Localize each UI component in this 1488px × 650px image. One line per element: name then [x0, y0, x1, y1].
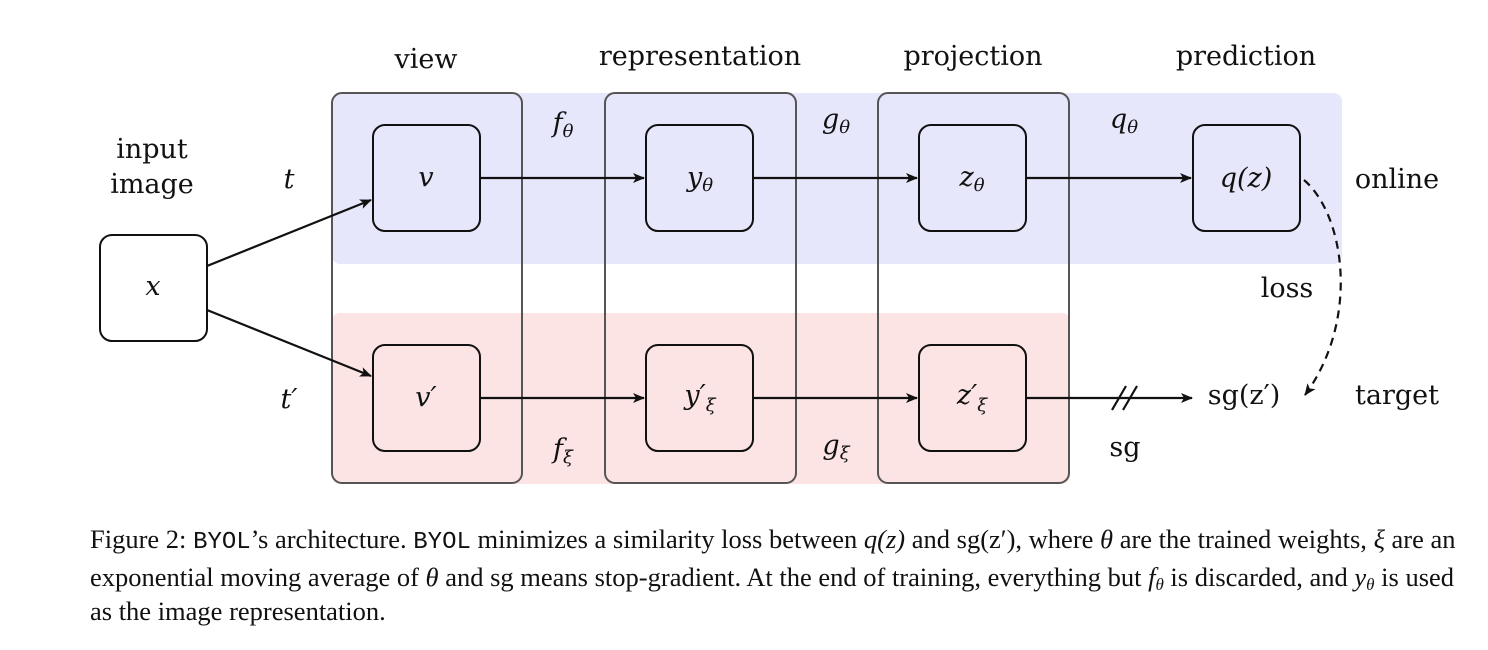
caption-stopgrad: means stop-gradient. At the end of train…: [513, 562, 1149, 592]
node-y-xi-label: y′ξ: [683, 380, 716, 416]
loss-dashed-arrow: [1303, 179, 1342, 396]
edge-label-t: t: [284, 164, 295, 195]
caption-discarded: is discarded, and: [1163, 562, 1355, 592]
f-theta-subscript: θ: [563, 121, 574, 142]
caption-and: and: [905, 524, 957, 554]
edge-label-f-xi: fξ: [551, 434, 574, 468]
caption-y-theta: yθ: [1354, 562, 1375, 594]
y-xi-subscript: ξ: [706, 395, 717, 416]
y-theta-base: y: [686, 162, 703, 193]
row-label-online: online: [1355, 164, 1439, 195]
column-header-view: view: [394, 44, 458, 75]
node-x-label: x: [145, 271, 160, 302]
edge-label-q-theta: qθ: [1110, 104, 1138, 138]
edge-label-g-xi: gξ: [822, 430, 850, 464]
projection-column-frame: [877, 92, 1070, 484]
node-q-out-box: [1192, 124, 1301, 232]
byol-architecture-diagram: view representation projection predictio…: [99, 41, 1439, 484]
node-v-label: v: [418, 162, 433, 193]
input-label-line2: image: [110, 169, 194, 200]
f-xi-subscript: ξ: [563, 447, 574, 468]
edge-label-loss: loss: [1261, 273, 1314, 304]
node-v-prime-label: v′: [415, 382, 436, 413]
stop-gradient-slash-1: [1111, 385, 1127, 411]
node-sg-out-label: sg(z′): [1208, 380, 1281, 411]
column-header-representation: representation: [599, 41, 801, 72]
caption-sg: sg: [490, 562, 514, 592]
caption-theta-2: θ: [425, 562, 439, 592]
column-header-projection: projection: [903, 41, 1042, 72]
y-xi-base: y′: [683, 380, 705, 411]
node-x-box: [99, 234, 208, 342]
node-q-out-label: q(z): [1220, 163, 1273, 194]
z-theta-subscript: θ: [974, 175, 985, 196]
z-xi-subscript: ξ: [977, 395, 988, 416]
edge-label-g-theta: gθ: [822, 104, 850, 138]
z-xi-base: z′: [956, 380, 977, 411]
view-column-frame: [331, 92, 523, 484]
caption-used: is used as the image representation.: [90, 562, 1455, 626]
edge-label-t-prime: t′: [281, 384, 298, 415]
caption-byol-1: BYOL: [193, 529, 251, 556]
column-header-prediction: prediction: [1176, 41, 1316, 72]
f-xi-base: f: [551, 434, 567, 465]
figure-caption: Figure 2: BYOL’s architecture. BYOL mini…: [90, 522, 1462, 628]
caption-theta: θ: [1100, 524, 1114, 554]
row-label-target: target: [1355, 380, 1439, 411]
caption-f-theta: fθ: [1148, 562, 1164, 594]
caption-byol-2: BYOL: [413, 529, 471, 556]
node-y-theta-label: yθ: [686, 162, 713, 196]
caption-f-base: f: [1148, 562, 1156, 592]
caption-s2: minimizes a similarity loss between: [470, 524, 864, 554]
arrow-x-to-v: [206, 198, 372, 268]
g-xi-base: g: [822, 430, 839, 461]
q-theta-subscript: θ: [1127, 117, 1138, 138]
caption-f-subscript: θ: [1155, 575, 1164, 594]
g-xi-subscript: ξ: [840, 443, 851, 464]
caption-q-out: q(z): [863, 524, 906, 554]
caption-y-base: y: [1354, 562, 1367, 592]
caption-s1: ’s architecture.: [250, 524, 414, 554]
stop-gradient-slash-2: [1122, 385, 1138, 411]
caption-y-subscript: θ: [1366, 575, 1375, 594]
caption-sg-out: sg(z′): [956, 524, 1016, 554]
caption-xi: ξ: [1373, 524, 1385, 554]
edge-label-sg: sg: [1109, 432, 1140, 463]
node-z-theta-label: zθ: [958, 162, 984, 196]
caption-trained: are the trained weights,: [1113, 524, 1374, 554]
g-theta-subscript: θ: [839, 117, 850, 138]
g-theta-base: g: [822, 104, 839, 135]
node-z-xi-label: z′ξ: [956, 380, 988, 416]
arrow-x-to-v-prime: [206, 308, 372, 378]
q-theta-base: q: [1110, 104, 1127, 135]
caption-ema: are an exponential moving average of: [90, 524, 1456, 592]
input-label-line1: input: [116, 134, 188, 165]
caption-and-2: and: [438, 562, 491, 592]
caption-prefix: Figure 2:: [90, 524, 194, 554]
y-theta-subscript: θ: [702, 175, 713, 196]
representation-column-frame: [604, 92, 797, 484]
caption-where: , where: [1015, 524, 1101, 554]
z-theta-base: z: [958, 162, 974, 193]
